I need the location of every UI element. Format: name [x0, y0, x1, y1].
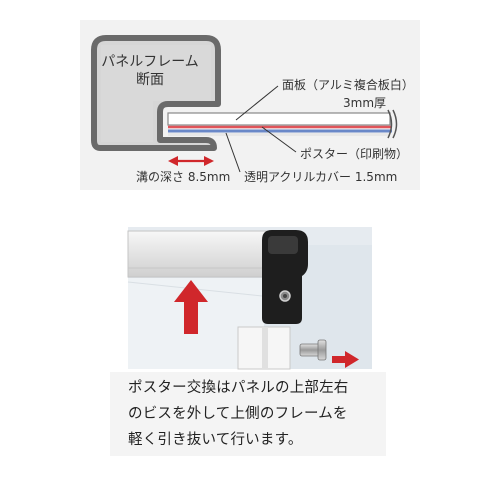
- poster-leader-line: [261, 126, 297, 153]
- instruction-line-1: ポスター交換はパネルの上部左右: [128, 380, 349, 396]
- side-frame-groove: [262, 327, 268, 369]
- screw: [299, 339, 327, 361]
- break-line-1: [387, 109, 393, 139]
- acrylic-leader-line: [225, 132, 241, 173]
- panel-layers: [167, 109, 398, 139]
- frame-profile-inner-lower: [101, 98, 153, 142]
- remove-screw-arrow: [332, 351, 359, 368]
- acrylic-edge: [168, 133, 390, 136]
- break-line-2: [392, 109, 398, 139]
- poster-label: ポスター（印刷物）: [300, 147, 408, 161]
- acrylic-label: 透明アクリルカバー 1.5mm: [244, 170, 397, 184]
- frame-profile-inner: [101, 45, 211, 101]
- cross-section-diagram: パネルフレーム 断面 面板（アルミ複合板白） 3mm厚 ポスター（印刷物） 溝の…: [80, 20, 420, 190]
- connector-highlight: [268, 236, 298, 254]
- screw-head: [317, 339, 327, 361]
- instruction-line-2: のビスを外して上側のフレームを: [128, 406, 348, 422]
- aluminum-panel: [167, 112, 391, 126]
- instruction-line-3: 軽く引き抜いて行います。: [128, 432, 303, 448]
- groove-depth-label: 溝の深さ 8.5mm: [136, 170, 230, 184]
- panel-thickness-label: 3mm厚: [343, 96, 386, 110]
- groove-depth-arrow: [168, 156, 214, 166]
- frame-label-line2: 断面: [136, 72, 164, 88]
- top-frame-bar: [127, 230, 271, 278]
- connector-screw-center: [283, 294, 287, 298]
- pull-up-arrow: [174, 280, 208, 334]
- frame-label-line1: パネルフレーム: [101, 54, 199, 70]
- panel-label: 面板（アルミ複合板白）: [282, 77, 414, 92]
- frame-photo-illustration: [127, 227, 372, 370]
- instruction-caption-box: [110, 372, 386, 456]
- panel-leader-line: [235, 85, 279, 121]
